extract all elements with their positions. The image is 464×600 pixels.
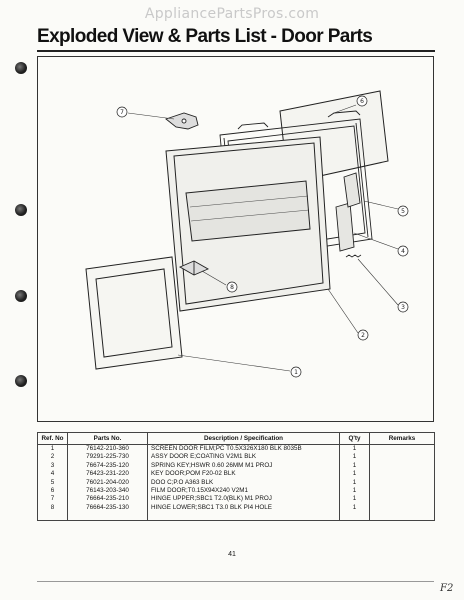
table-row: 5 76021-204-020 DOO C;P.O A363 BLK 1 (37, 478, 435, 488)
binder-hole (15, 62, 27, 74)
table-row: 8 76664-235-130 HINGE LOWER;SBC1 T3.0 BL… (37, 503, 435, 513)
header-qty: Q'ty (339, 432, 370, 445)
cell-qty: 1 (339, 495, 370, 504)
cell-parts-no: 76143-203-340 (67, 487, 148, 496)
exploded-view-figure: 7 6 5 4 3 2 8 1 (37, 56, 434, 422)
table-row: 6 76143-203-340 FILM DOOR;T0.15X94X240 V… (37, 487, 435, 496)
cell-remarks (369, 470, 435, 479)
callout-2: 2 (357, 329, 369, 341)
cell-qty: 1 (339, 470, 370, 479)
cell-ref: 6 (37, 487, 68, 496)
table-row: 3 76674-235-120 SPRING KEY;HSWR 0.60 26M… (37, 461, 435, 471)
callout-8: 8 (226, 281, 238, 293)
binder-hole (15, 204, 27, 216)
cell-ref: 4 (37, 470, 68, 479)
cell-remarks (369, 503, 435, 513)
door-assembly-part (165, 136, 331, 312)
cell-remarks (369, 478, 435, 488)
cell-parts-no: 79291-225-730 (67, 453, 148, 462)
svg-text:3: 3 (401, 304, 405, 311)
cell-description: DOO C;P.O A363 BLK (147, 478, 340, 488)
cell-description: SPRING KEY;HSWR 0.60 26MM M1 PROJ (147, 461, 340, 471)
svg-text:4: 4 (401, 248, 405, 255)
header-parts-no: Parts No. (67, 432, 148, 445)
cell-remarks (369, 495, 435, 504)
cell-remarks (369, 487, 435, 496)
table-header-row: Ref. No Parts No. Description / Specific… (37, 432, 435, 445)
cell-description: ASSY DOOR E;COATING V2M1 BLK (147, 453, 340, 462)
header-ref-no: Ref. No (37, 432, 68, 445)
svg-text:2: 2 (361, 332, 365, 339)
cell-remarks (369, 444, 435, 454)
cell-ref: 3 (37, 461, 68, 471)
cell-qty: 1 (339, 453, 370, 462)
watermark: AppliancePartsPros.com (144, 6, 320, 22)
binder-hole (15, 290, 27, 302)
cell-parts-no: 76664-235-130 (67, 503, 148, 513)
header-description: Description / Specification (147, 432, 340, 445)
svg-text:6: 6 (360, 98, 364, 105)
cell-ref: 5 (37, 478, 68, 488)
title-underline (37, 50, 435, 52)
cell-qty: 1 (339, 461, 370, 471)
callout-1: 1 (290, 366, 302, 378)
cell-remarks (369, 461, 435, 471)
cell-qty: 1 (339, 444, 370, 454)
cell-parts-no: 76664-235-210 (67, 495, 148, 504)
cell-description: HINGE LOWER;SBC1 T3.0 BLK PI4 HOLE (147, 503, 340, 513)
table-row: 1 76142-210-360 SCREEN DOOR FILM;PC T0.5… (37, 444, 435, 454)
callout-5: 5 (397, 205, 409, 217)
cell-ref: 8 (37, 503, 68, 513)
cell-parts-no: 76142-210-360 (67, 444, 148, 454)
cell-qty: 1 (339, 478, 370, 488)
table-row: 2 79291-225-730 ASSY DOOR E;COATING V2M1… (37, 453, 435, 462)
page-number: 41 (228, 551, 236, 558)
svg-text:1: 1 (294, 369, 298, 376)
callout-3: 3 (397, 301, 409, 313)
page-title: Exploded View & Parts List - Door Parts (37, 26, 373, 47)
cell-ref: 2 (37, 453, 68, 462)
upper-hinge-part (165, 112, 199, 130)
callout-6: 6 (356, 95, 368, 107)
callout-7: 7 (116, 106, 128, 118)
parts-list-table: Ref. No Parts No. Description / Specific… (37, 432, 435, 522)
binder-hole (15, 375, 27, 387)
cell-parts-no: 76423-231-220 (67, 470, 148, 479)
key-spring-part (345, 254, 362, 258)
cell-qty: 1 (339, 503, 370, 513)
callout-4: 4 (397, 245, 409, 257)
handwritten-corner-mark: F2 (440, 583, 454, 594)
bottom-rule (37, 581, 434, 582)
cell-description: KEY DOOR;POM F20-02 BLK (147, 470, 340, 479)
svg-text:8: 8 (230, 284, 234, 291)
cell-ref: 1 (37, 444, 68, 454)
cell-parts-no: 76674-235-120 (67, 461, 148, 471)
table-row: 4 76423-231-220 KEY DOOR;POM F20-02 BLK … (37, 470, 435, 479)
table-filler-row (37, 512, 435, 522)
cell-parts-no: 76021-204-020 (67, 478, 148, 488)
table-row: 7 76664-235-210 HINGE UPPER;SBC1 T2.0(BL… (37, 495, 435, 504)
cell-description: SCREEN DOOR FILM;PC T0.5X326X180 BLK 803… (147, 444, 340, 454)
cell-qty: 1 (339, 487, 370, 496)
svg-text:7: 7 (120, 109, 124, 116)
cell-description: FILM DOOR;T0.15X94X240 V2M1 (147, 487, 340, 496)
cell-description: HINGE UPPER;SBC1 T2.0(BLK) M1 PROJ (147, 495, 340, 504)
door-exploded-diagram: 7 6 5 4 3 2 8 1 (85, 90, 409, 378)
cell-remarks (369, 453, 435, 462)
lower-hinge-part (178, 260, 210, 276)
door-key-part (335, 172, 361, 252)
screen-door-film-part (85, 256, 183, 370)
header-remarks: Remarks (369, 432, 435, 445)
callout-leaders (127, 104, 399, 372)
svg-text:5: 5 (401, 208, 405, 215)
cell-ref: 7 (37, 495, 68, 504)
